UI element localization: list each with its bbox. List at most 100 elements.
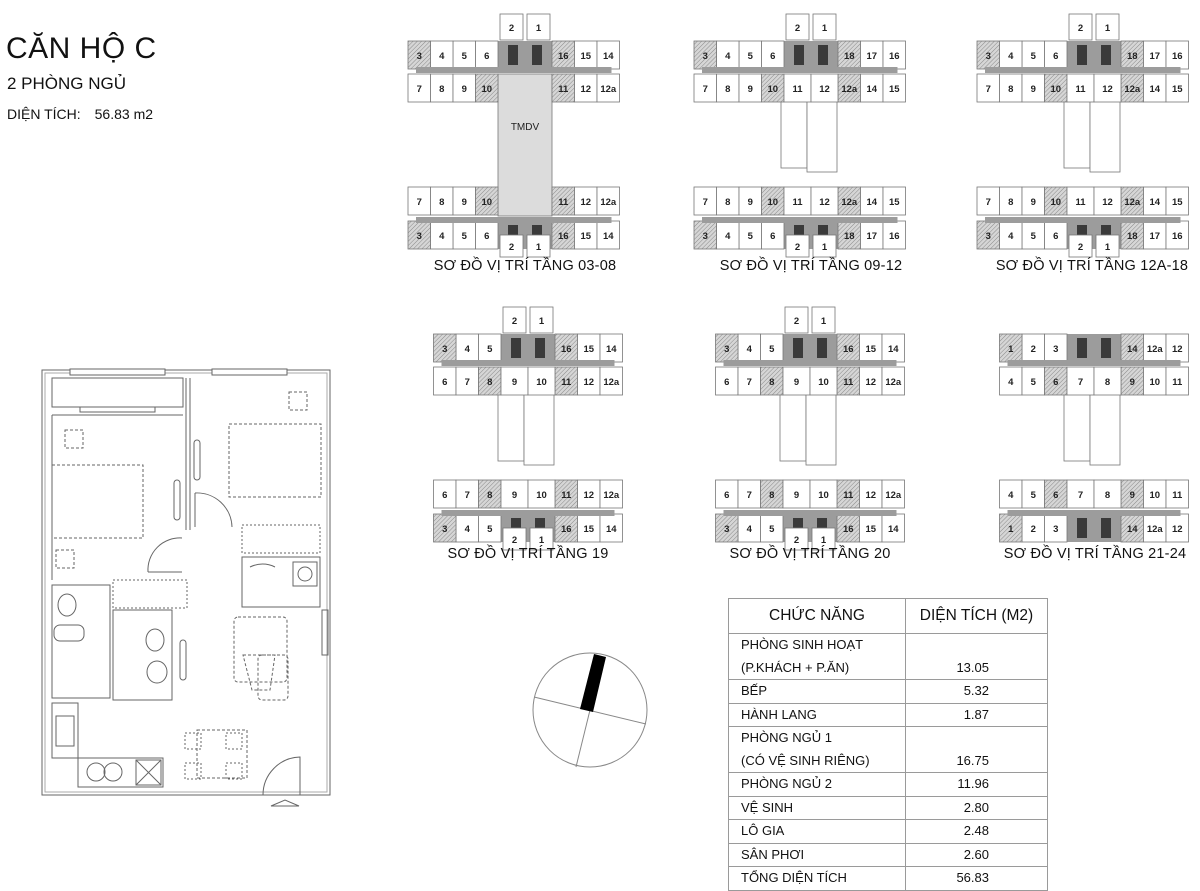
elevator	[818, 45, 828, 65]
unit-number: 4	[465, 524, 471, 535]
unit-number: 6	[770, 51, 775, 62]
connector-block	[523, 382, 555, 466]
door-slide	[179, 639, 187, 681]
elevator	[1077, 45, 1087, 65]
unit-number: 10	[481, 84, 492, 95]
unit-number: 14	[606, 344, 617, 355]
unit-number: 3	[1053, 344, 1058, 355]
core	[1067, 514, 1121, 542]
unit	[882, 73, 906, 103]
unit	[500, 479, 529, 509]
unit-number: 8	[1008, 84, 1013, 95]
unit-number: 10	[767, 84, 778, 95]
unit-number: 12	[1172, 524, 1183, 535]
unit-number: 9	[1031, 84, 1036, 95]
unit-number: 6	[724, 490, 729, 501]
room-name: LÔ GIA	[728, 819, 906, 844]
unit-number: 10	[1050, 84, 1061, 95]
corridor	[702, 67, 898, 73]
kitchen-counter	[77, 757, 164, 788]
room-name-line: LÔ GIA	[741, 823, 785, 838]
unit-number: 4	[439, 231, 445, 242]
unit-number: 7	[1078, 377, 1083, 388]
window	[79, 406, 156, 413]
unit-number: 1	[1105, 23, 1111, 34]
room-name-line: VỆ SINH	[741, 799, 794, 815]
unit	[785, 234, 810, 258]
unit-number: 4	[1008, 377, 1014, 388]
connector-block	[497, 388, 525, 462]
unit-number: 5	[769, 524, 775, 535]
unit-number: 11	[843, 377, 854, 388]
unit-number: 12	[583, 490, 594, 501]
unit-number: 7	[747, 377, 752, 388]
unit-number: 5	[748, 231, 754, 242]
unit-number: 9	[794, 377, 799, 388]
unit-number: 5	[1031, 231, 1037, 242]
room-area: 2.60	[905, 842, 1048, 867]
washing-machine	[292, 561, 318, 587]
bed-1	[51, 464, 144, 539]
inner-wall	[44, 372, 328, 793]
bed-2	[228, 423, 322, 498]
unit-number: 8	[439, 84, 444, 95]
room-name: SÂN PHƠI	[728, 842, 906, 867]
unit-number: 12	[1102, 84, 1113, 95]
unit-number: 12	[1102, 197, 1113, 208]
unit-number: 12a	[841, 84, 858, 95]
unit-number: 14	[888, 524, 899, 535]
unit-number: 11	[792, 84, 803, 95]
unit-number: 12a	[600, 84, 617, 95]
unit	[527, 366, 556, 396]
room-area: 2.80	[905, 795, 1048, 820]
sofa	[257, 654, 289, 701]
corridor	[723, 360, 897, 366]
outer-wall	[41, 369, 331, 796]
unit-number: 10	[481, 197, 492, 208]
wardrobe-door	[173, 479, 181, 521]
unit-number: 16	[561, 344, 572, 355]
closet	[112, 579, 188, 609]
corridor	[723, 510, 897, 516]
unit-number: 12a	[1124, 84, 1141, 95]
unit-number: 1	[539, 535, 545, 546]
elevator	[1101, 45, 1111, 65]
unit	[1165, 186, 1189, 216]
unit-number: 5	[1031, 377, 1037, 388]
unit	[784, 306, 809, 334]
unit-number: 10	[1149, 377, 1160, 388]
unit-number: 16	[1172, 51, 1183, 62]
unit-number: 15	[889, 197, 900, 208]
unit-number: 12	[583, 377, 594, 388]
unit-number: 4	[1008, 231, 1014, 242]
unit-number: 8	[1008, 197, 1013, 208]
apartment-title: CĂN HỘ C	[6, 32, 157, 65]
unit-number: 7	[417, 84, 422, 95]
unit	[1165, 73, 1189, 103]
unit-number: 15	[580, 51, 591, 62]
connector-block	[806, 89, 838, 173]
unit-number: 14	[888, 344, 899, 355]
unit-number: 2	[1078, 242, 1083, 253]
unit	[782, 366, 811, 396]
unit-number: 1	[821, 535, 827, 546]
chair	[225, 762, 243, 780]
room-name-line: PHÒNG SINH HOẠT	[741, 637, 864, 652]
unit-number: 14	[606, 524, 617, 535]
room-area: 2.48	[905, 819, 1048, 844]
unit-number: 5	[462, 51, 468, 62]
unit	[809, 366, 838, 396]
unit	[1165, 479, 1189, 509]
unit-number: 12a	[603, 377, 620, 388]
unit-number: 10	[1050, 197, 1061, 208]
entrance-door-swing	[262, 756, 301, 796]
corridor	[441, 510, 615, 516]
unit-number: 7	[465, 490, 470, 501]
unit	[810, 73, 839, 103]
room-name-line: HÀNH LANG	[741, 706, 817, 722]
unit-number: 1	[536, 242, 542, 253]
unit-number: 7	[1078, 490, 1083, 501]
unit-number: 16	[889, 51, 900, 62]
